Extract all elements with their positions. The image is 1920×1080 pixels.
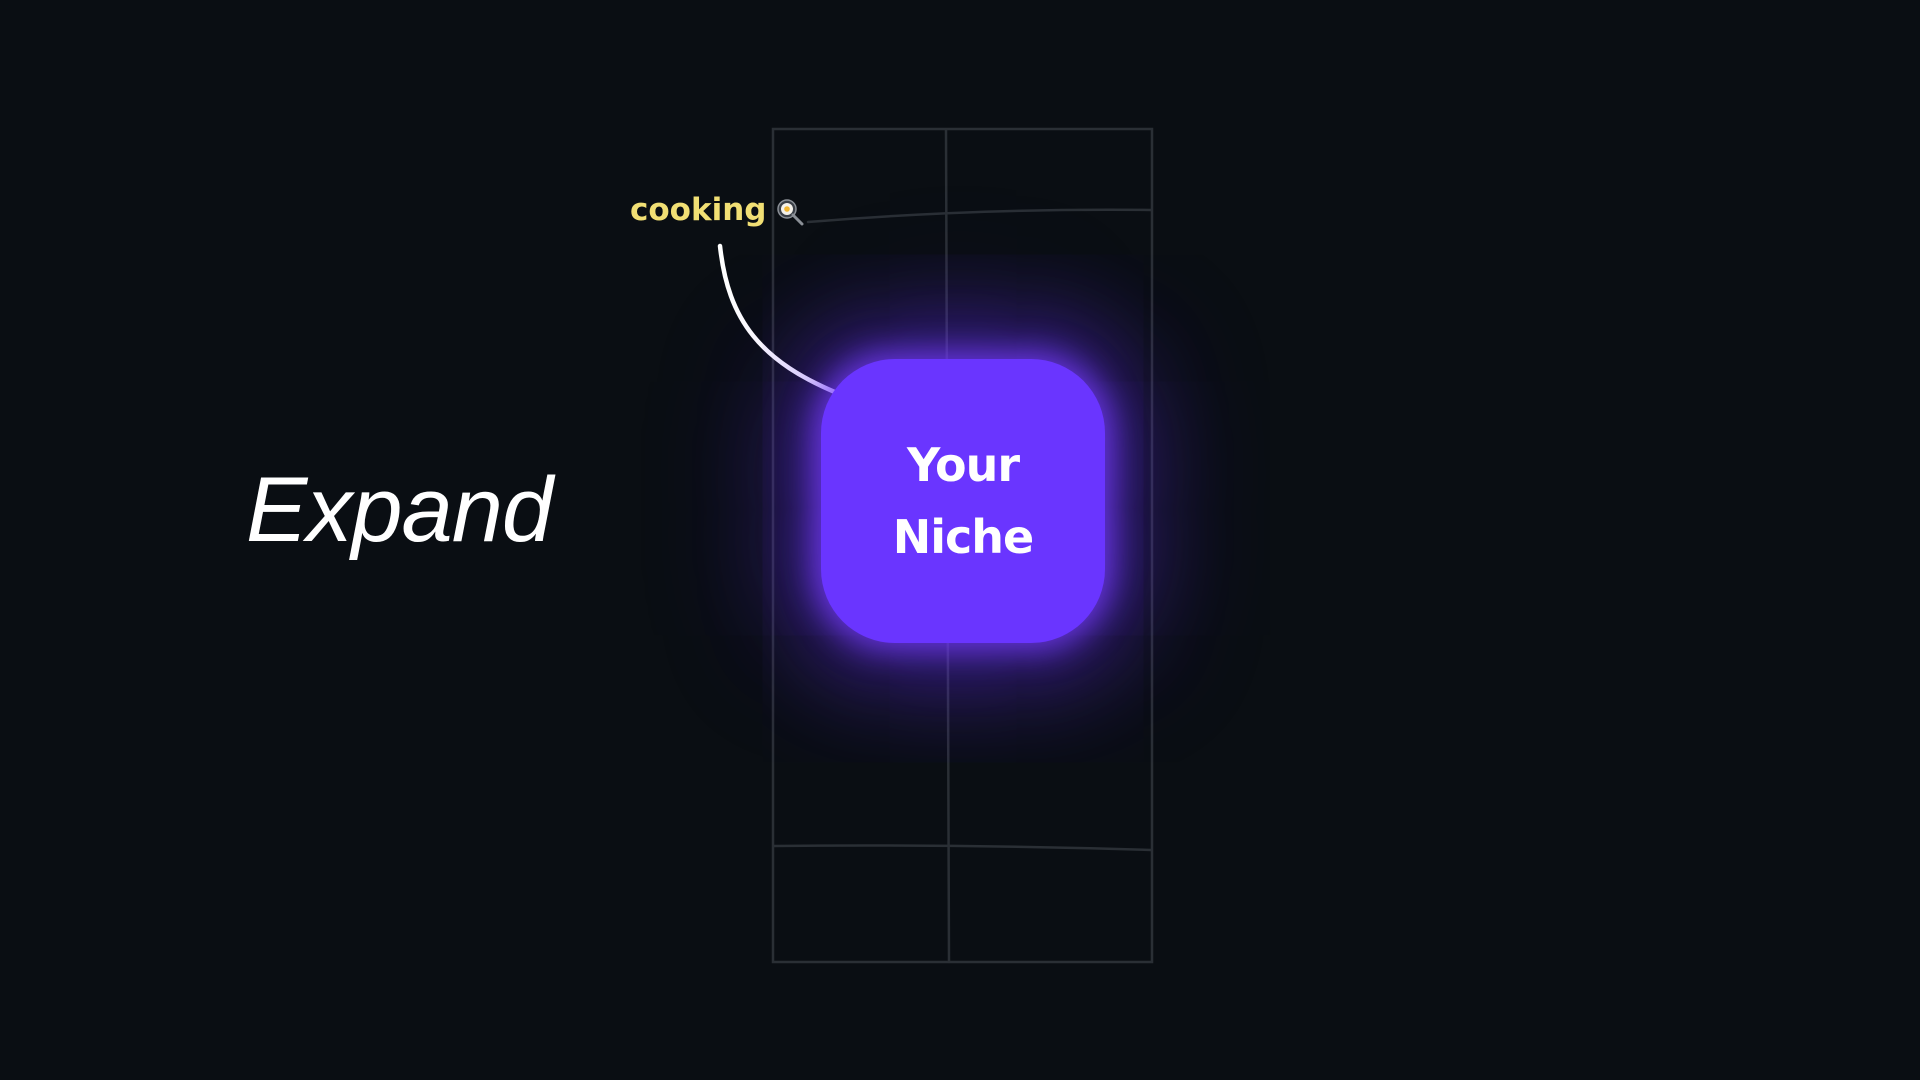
niche-tag-label: cooking <box>630 192 767 228</box>
frying-pan-egg-icon <box>777 199 804 226</box>
card-text-line-1: Your <box>906 438 1020 492</box>
your-niche-card: Your Niche <box>821 359 1105 643</box>
expand-heading: Expand <box>246 459 553 561</box>
card-text-line-2: Niche <box>892 510 1034 564</box>
